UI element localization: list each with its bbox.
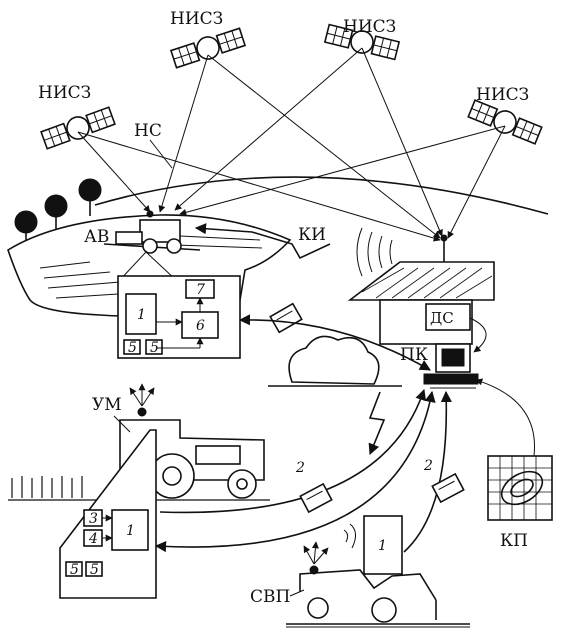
wireless-link-arrow [370,392,384,454]
beacon-signal-icon [304,542,328,564]
data-card-icon [270,304,302,333]
horizon-arc [95,177,548,214]
block-6-label: 6 [196,318,205,334]
field-map-label: КП [500,531,528,551]
satellite-icon [170,26,245,69]
card-number-label: 2 [295,460,305,476]
vehicle-av-label: АВ [84,227,109,247]
computer-icon [424,344,478,388]
field-map-icon [488,456,552,520]
radio-wave-icon [357,228,392,276]
block-7-label: 7 [196,282,205,298]
block-4-label: 4 [88,531,98,547]
radio-wave-icon [344,524,356,548]
data-card-icon [432,474,463,502]
satellite-label: НИСЗ [343,17,396,37]
satellite-label: НИСЗ [476,85,529,105]
station-house-icon [350,262,494,344]
block-3-label: 3 [89,511,98,527]
block-5-label: 5 [90,562,99,578]
correction-info-label: КИ [298,225,326,245]
satellite-icon [468,98,543,145]
data-card-icon [300,484,331,512]
satellite-signal-lines [78,48,505,240]
block-5-label: 5 [70,562,79,578]
block-5-label: 5 [128,340,137,356]
diff-station-label: ДС [430,309,454,327]
nav-signals-label: НС [134,121,162,141]
map-to-pc-link [476,380,535,456]
satellite-label: НИСЗ [38,83,91,103]
bush-icon [289,336,379,384]
block-1-label: 1 [378,538,387,554]
harvester-label: УМ [92,395,122,415]
antenna-icon [441,235,447,262]
block-1-label: 1 [137,307,146,323]
card-number-label: 2 [423,458,433,474]
satellite-icon [40,105,115,150]
sampler-icon: 1 [286,516,470,627]
beacon-signal-icon [130,384,154,406]
satellite-label: НИСЗ [170,9,223,29]
sampler-label: СВП [250,587,290,607]
tractor-onboard-unit: 1 7 6 5 5 [118,276,240,358]
block-1-label: 1 [126,523,135,539]
